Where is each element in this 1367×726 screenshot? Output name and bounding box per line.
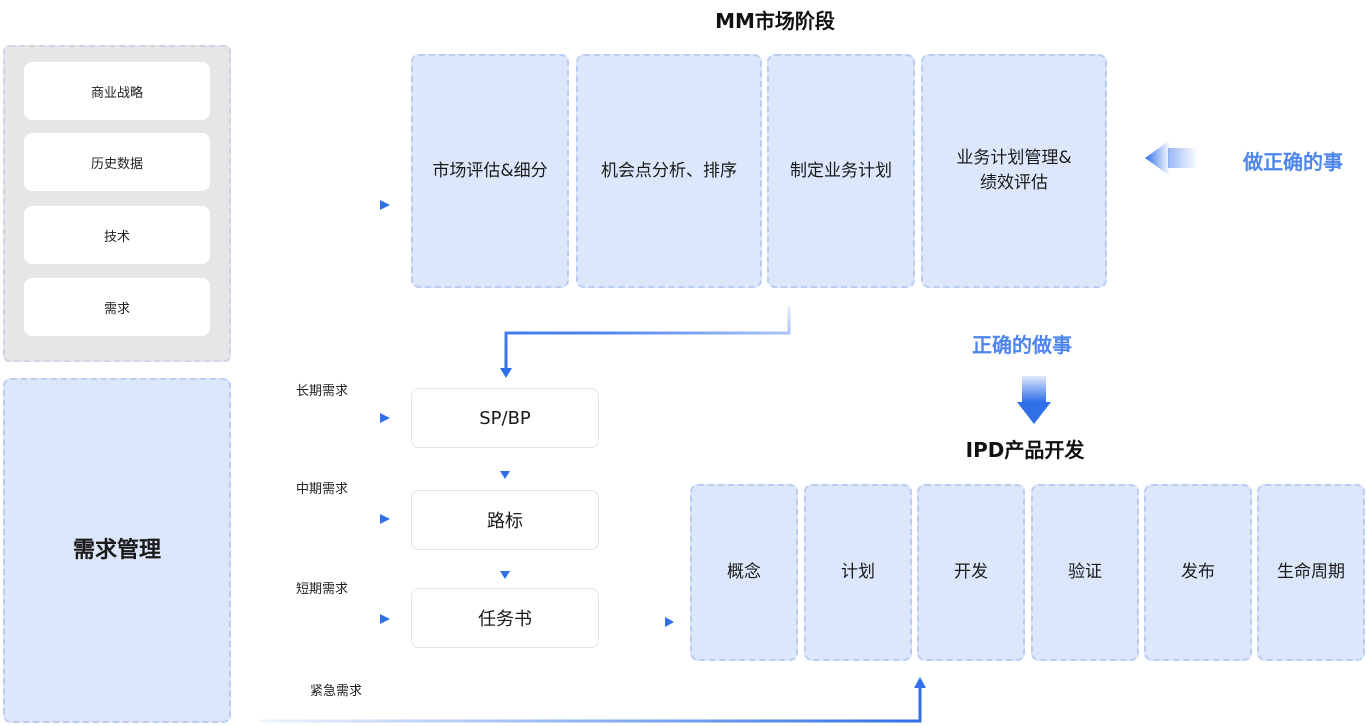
arrow-urgent-demand [260,677,926,723]
do-things-right-arrow-icon [1017,376,1051,424]
do-right-things-label: 做正确的事 [1243,150,1343,174]
arrow-mm-to-spbp [500,306,791,378]
input-card-business-strategy: 商业战略 [24,62,210,120]
ipd-title: IPD产品开发 [965,438,1085,462]
arrow-spbp-to-roadmap [500,456,510,479]
mm-step-opportunity-analysis: 机会点分析、排序 [576,54,762,288]
arrow-roadmap-to-charter [500,557,510,579]
mid-term-demand-label: 中期需求 [296,482,349,497]
arrow-long-term-demand [260,413,390,423]
arrow-inputs-to-mm [270,200,390,210]
arrow-short-term-demand [260,614,390,624]
mm-step-plan-management: 业务计划管理& 绩效评估 [921,54,1107,288]
arrow-mid-term-demand [260,514,390,524]
do-right-things-arrow-icon [1145,140,1198,176]
ipd-step-concept: 概念 [690,484,798,661]
mm-stage-title: MM市场阶段 [715,9,835,33]
urgent-demand-label: 紧急需求 [310,684,363,699]
input-card-demand: 需求 [24,278,210,336]
arrow-charter-to-ipd [622,617,674,627]
roadmap-box: 路标 [411,490,599,550]
input-card-technology: 技术 [24,206,210,264]
sp-bp-box: SP/BP [411,388,599,448]
mm-step-business-plan: 制定业务计划 [767,54,915,288]
short-term-demand-label: 短期需求 [296,582,349,597]
ipd-step-lifecycle: 生命周期 [1257,484,1365,661]
long-term-demand-label: 长期需求 [296,384,349,399]
ipd-step-verification: 验证 [1031,484,1139,661]
input-card-history-data: 历史数据 [24,133,210,191]
ipd-step-development: 开发 [917,484,1025,661]
charter-box: 任务书 [411,588,599,648]
mm-step-market-assessment: 市场评估&细分 [411,54,569,288]
do-things-right-label: 正确的做事 [972,333,1072,357]
ipd-step-release: 发布 [1144,484,1252,661]
ipd-step-plan: 计划 [804,484,912,661]
demand-management-box: 需求管理 [3,378,231,723]
